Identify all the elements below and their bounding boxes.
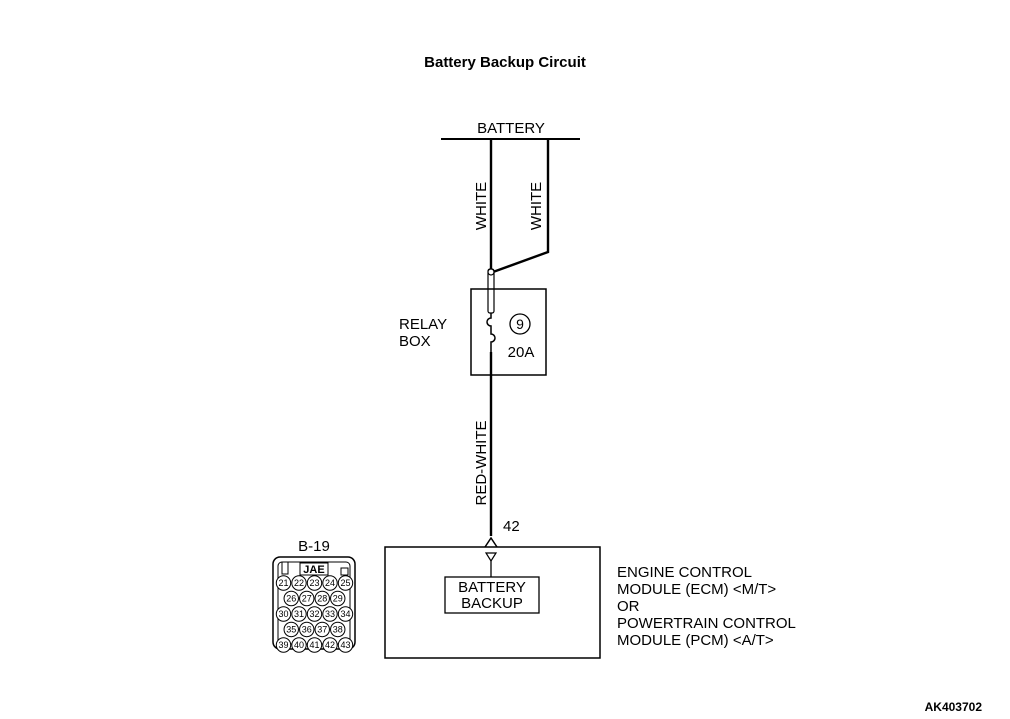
connector-pin-number: 28 — [317, 594, 327, 604]
connector-key-left — [281, 561, 289, 575]
module-name-line-5: MODULE (PCM) <A/T> — [617, 632, 774, 649]
diagram-title: Battery Backup Circuit — [424, 54, 586, 71]
connector-pin — [314, 590, 330, 607]
connector-pin-number: 24 — [325, 578, 335, 588]
module-name-line-1: ENGINE CONTROL — [617, 564, 752, 581]
connector-pin-number: 30 — [278, 609, 288, 619]
battery-backup-label-2: BACKUP — [461, 595, 523, 612]
module-pin-marker — [484, 552, 498, 563]
connector-pin-number: 37 — [317, 625, 327, 635]
connector-pin — [322, 606, 338, 622]
connector-pin — [330, 590, 346, 607]
connector-id: B-19 — [298, 538, 330, 555]
connector-pin — [275, 575, 292, 591]
connector-pin-number: 31 — [294, 609, 304, 619]
connector-pin — [291, 637, 307, 653]
connector-pin — [299, 590, 315, 607]
relay-box — [470, 288, 547, 376]
connector-pin — [306, 637, 323, 653]
connector-pin — [306, 606, 323, 622]
connector-pin — [275, 637, 292, 653]
connector-pin — [291, 575, 307, 591]
connector-pin-number: 29 — [333, 594, 343, 604]
connector-pin — [283, 590, 299, 607]
connector-pin — [322, 637, 338, 653]
connector-pin-number: 43 — [340, 640, 350, 650]
connector-pin-number: 38 — [333, 625, 343, 635]
connector-pin — [322, 575, 338, 591]
connector-pin-number: 32 — [309, 609, 319, 619]
connector-pin-number: 26 — [286, 594, 296, 604]
connector-pin-grid: 21 22 23 24 25 26 27 28 29 30 31 32 33 34 35 36 37 38 39 40… — [275, 575, 354, 653]
connector-pin — [306, 575, 323, 591]
connector-pin-number: 33 — [325, 609, 335, 619]
connector-key-right — [340, 567, 349, 576]
connector-pin — [314, 621, 330, 638]
document-id: AK403702 — [925, 700, 983, 714]
fuse-rating: 20A — [508, 344, 535, 361]
fuse-symbol — [486, 313, 496, 352]
battery-backup-label-1: BATTERY — [458, 579, 526, 596]
connector-pin-number: 42 — [325, 640, 335, 650]
connector-pin — [337, 575, 354, 591]
splice-point — [487, 268, 495, 276]
battery-label: BATTERY — [477, 120, 545, 137]
connector-pin-number: 22 — [294, 578, 304, 588]
connector-pin — [291, 606, 307, 622]
connector-pin-number: 41 — [309, 640, 319, 650]
white-wire-right — [492, 139, 550, 274]
connector-brand: JAE — [303, 564, 324, 576]
connector-pin — [337, 606, 354, 622]
connector-pin — [275, 606, 292, 622]
connector-pin — [299, 621, 315, 638]
connector-pin — [283, 621, 299, 638]
fuse-number-circle — [509, 313, 531, 335]
wire-color-label-lower: RED-WHITE — [473, 421, 490, 506]
connector-pin-number: 25 — [340, 578, 350, 588]
battery-backup-box — [444, 576, 540, 614]
connector-pin-number: 40 — [294, 640, 304, 650]
fuse-number: 9 — [516, 316, 524, 332]
wire-color-label-left: WHITE — [473, 182, 490, 230]
connector-pin-number: 27 — [302, 594, 312, 604]
connector-pin-number: 34 — [340, 609, 350, 619]
connector-pin-number: 36 — [302, 625, 312, 635]
connector-pin-number: 39 — [278, 640, 288, 650]
module-name-line-2: MODULE (ECM) <M/T> — [617, 581, 776, 598]
wire-color-label-right: WHITE — [528, 182, 545, 230]
connector-pin-number: 21 — [278, 578, 288, 588]
connector-pin-number: 23 — [309, 578, 319, 588]
module-name-line-3: OR — [617, 598, 640, 615]
fuse-terminal-stub — [487, 268, 495, 314]
connector-chevron — [484, 536, 498, 548]
relay-box-label-2: BOX — [399, 333, 431, 350]
control-module-box — [384, 546, 601, 659]
module-name-line-4: POWERTRAIN CONTROL — [617, 615, 796, 632]
relay-box-label-1: RELAY — [399, 316, 447, 333]
connector-pin-number: 35 — [286, 625, 296, 635]
connector-pin — [337, 637, 354, 653]
connector-brand-plate — [299, 562, 329, 576]
connector-pin — [330, 621, 346, 638]
terminal-number: 42 — [503, 518, 520, 535]
